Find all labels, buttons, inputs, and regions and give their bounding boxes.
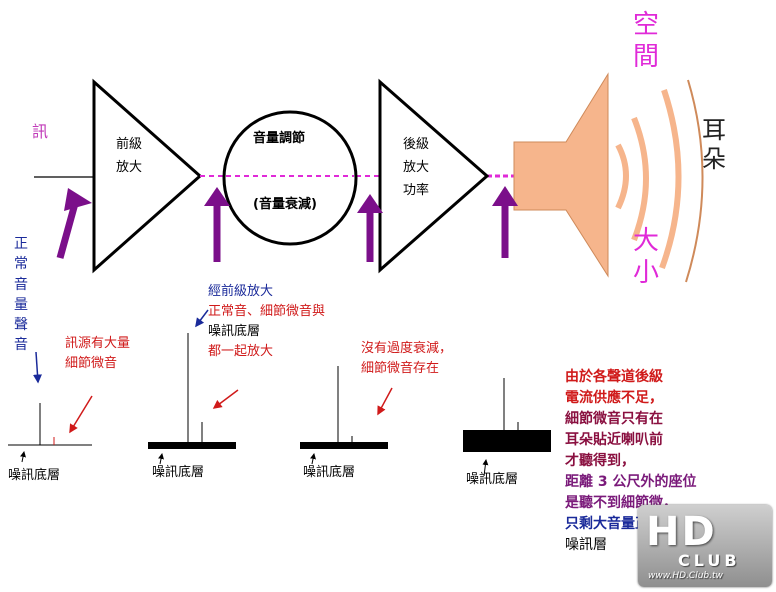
speaker-icon xyxy=(513,72,609,278)
noise-floor-label-1: 噪訊底層 xyxy=(8,468,61,483)
purple-arrow-volume-out xyxy=(357,194,383,262)
poweramp-label-line2: 放大 xyxy=(403,160,430,175)
noise-floor-label-2: 噪訊底層 xyxy=(152,465,205,480)
space-size-label: 空 間 xyxy=(632,10,659,72)
volume-control-circle xyxy=(222,110,358,246)
noise-floor-label-4: 噪訊底層 xyxy=(466,472,519,487)
sound-wave-2 xyxy=(631,116,649,242)
conclusion-note: 由於各聲道後級 電流供應不足， 細節微音只有在 耳朵貼近喇叭前 才聽得到， 距離… xyxy=(565,369,697,553)
spectrum-after-poweramp xyxy=(463,378,551,477)
attenuation-label: (音量衰減) xyxy=(253,197,317,212)
watermark-club-text: CLUB xyxy=(678,551,741,570)
preamp-label-line2: 放大 xyxy=(116,160,143,175)
purple-arrow-input xyxy=(56,188,92,259)
purple-arrow-preamp-out xyxy=(204,187,230,262)
noise-floor-label-3: 噪訊底層 xyxy=(303,465,356,480)
poweramp-label-line1: 後級 xyxy=(403,137,430,152)
after-volume-note: 沒有過度衰減， 細節微音存在 xyxy=(361,341,453,377)
spectrum-after-volume xyxy=(300,366,393,465)
preamp-label-line1: 前級 xyxy=(116,137,143,152)
volume-label: 音量調節 xyxy=(253,131,306,146)
normal-sound-label: 正 常 音 量 聲 音 xyxy=(14,236,28,354)
sound-wave-3 xyxy=(659,89,682,270)
purple-arrow-poweramp-out xyxy=(492,186,518,258)
watermark-hd-text: HD xyxy=(646,509,717,555)
ear-label: 耳 朵 xyxy=(702,116,726,174)
poweramp-label-line3: 功率 xyxy=(403,183,430,198)
source-label: 訊 xyxy=(32,122,49,141)
sound-wave-1 xyxy=(615,143,629,210)
space-size-label-bottom: 大 小 xyxy=(632,226,659,288)
preamp-triangle xyxy=(92,78,203,274)
source-detail-note: 訊源有大量 細節微音 xyxy=(65,336,131,372)
watermark-url: www.HD.Club.tw xyxy=(648,571,723,581)
after-preamp-note: 經前級放大 正常音、細節微音與 噪訊底層 都一起放大 xyxy=(208,284,326,360)
hd-club-watermark: HD CLUB www.HD.Club.tw xyxy=(638,505,772,587)
poweramp-triangle xyxy=(378,78,490,274)
spectrum-after-preamp xyxy=(148,309,239,465)
sound-wave-4 xyxy=(685,79,704,283)
spectrum-source xyxy=(8,351,93,463)
